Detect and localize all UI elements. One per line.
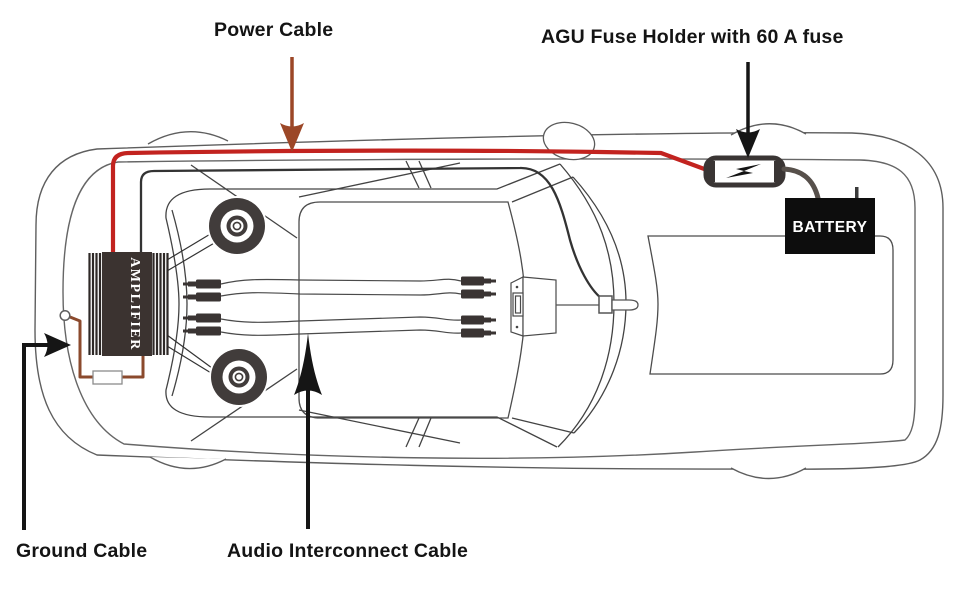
head-unit-rca-plate-inner [514,295,522,314]
ground-inline-connector [92,370,123,385]
head-unit-screw [515,325,519,329]
head-unit-screw [515,285,519,289]
battery: BATTERY [785,187,875,254]
speaker-wire [166,232,213,261]
rca-plug [461,315,496,325]
center-console-outline [298,201,526,419]
battery-terminal [855,187,859,199]
rear-window-line [171,209,188,397]
ground-cable-assembly [59,309,145,385]
head-unit-body [522,276,557,337]
rca-plugs-amp-side [183,279,221,336]
amplifier-body [102,252,152,356]
rca-plug [461,289,496,299]
ground-ring-terminal [59,309,71,322]
wheel-arch-rear-top [147,131,229,145]
speaker-wire [166,241,217,272]
head-unit [510,276,557,337]
ground-cable-arrow [22,333,71,530]
rca-cable [220,292,462,297]
a-pillar-inner-bottom [511,417,575,434]
engine-bay-outline [647,235,894,375]
ground-cable-label: Ground Cable [16,540,148,562]
wheel-arch-front-bottom [730,467,807,480]
speaker-wires [166,232,217,377]
remote-turn-on-wire [139,166,602,299]
speaker-wire [166,345,217,377]
rear-speaker-top [207,196,267,256]
fuse-holder-label: AGU Fuse Holder with 60 A fuse [541,26,844,48]
rca-plug [461,328,496,338]
rca-cable [220,329,462,336]
antenna-connector [598,295,613,314]
rca-cable [220,316,462,323]
a-pillar-inner-top [511,176,574,203]
power-cable-arrow [280,57,304,152]
power-cable-label: Power Cable [214,19,334,41]
side-mirror [542,121,596,161]
wheel-arch-rear-bottom [149,456,227,470]
cabin-linework [165,160,894,448]
ground-cable [69,315,145,379]
fuse-holder [703,155,786,188]
amplifier: AMPLIFIER [88,252,169,356]
rca-plug [183,326,221,336]
amplifier-label: AMPLIFIER [127,257,142,351]
rca-plugs-headunit-side [461,276,496,338]
rear-deck-line [298,409,461,444]
power-cable [110,148,708,254]
rca-plug [461,276,496,286]
battery-box [785,198,875,254]
amplifier-heatsink-fins [88,253,169,355]
fuse-holder-cap-right [774,161,782,182]
fuse-holder-arrow [736,62,760,158]
car-inner-outline [62,158,916,459]
lightning-bolt-icon [726,164,761,178]
b-pillar-marks-top [405,160,432,189]
rear-speaker-bottom [209,347,269,407]
car-body [34,132,944,470]
rca-plug [183,279,221,289]
fuse-holder-cap-left [707,161,715,182]
audio-interconnect-arrow [294,333,322,529]
cabin-outline [165,163,561,448]
speaker-wire [166,334,213,369]
b-pillar-marks-bottom [405,417,432,448]
rca-cables [220,278,462,336]
battery-label: BATTERY [793,219,868,236]
antenna-mast [611,299,639,311]
rca-plug [183,313,221,323]
antenna [556,295,639,314]
car-outer-outline [34,132,944,470]
rca-plug [183,292,221,302]
audio-interconnect-label: Audio Interconnect Cable [227,540,468,562]
battery-cable [781,166,821,201]
rca-cable [220,278,462,285]
